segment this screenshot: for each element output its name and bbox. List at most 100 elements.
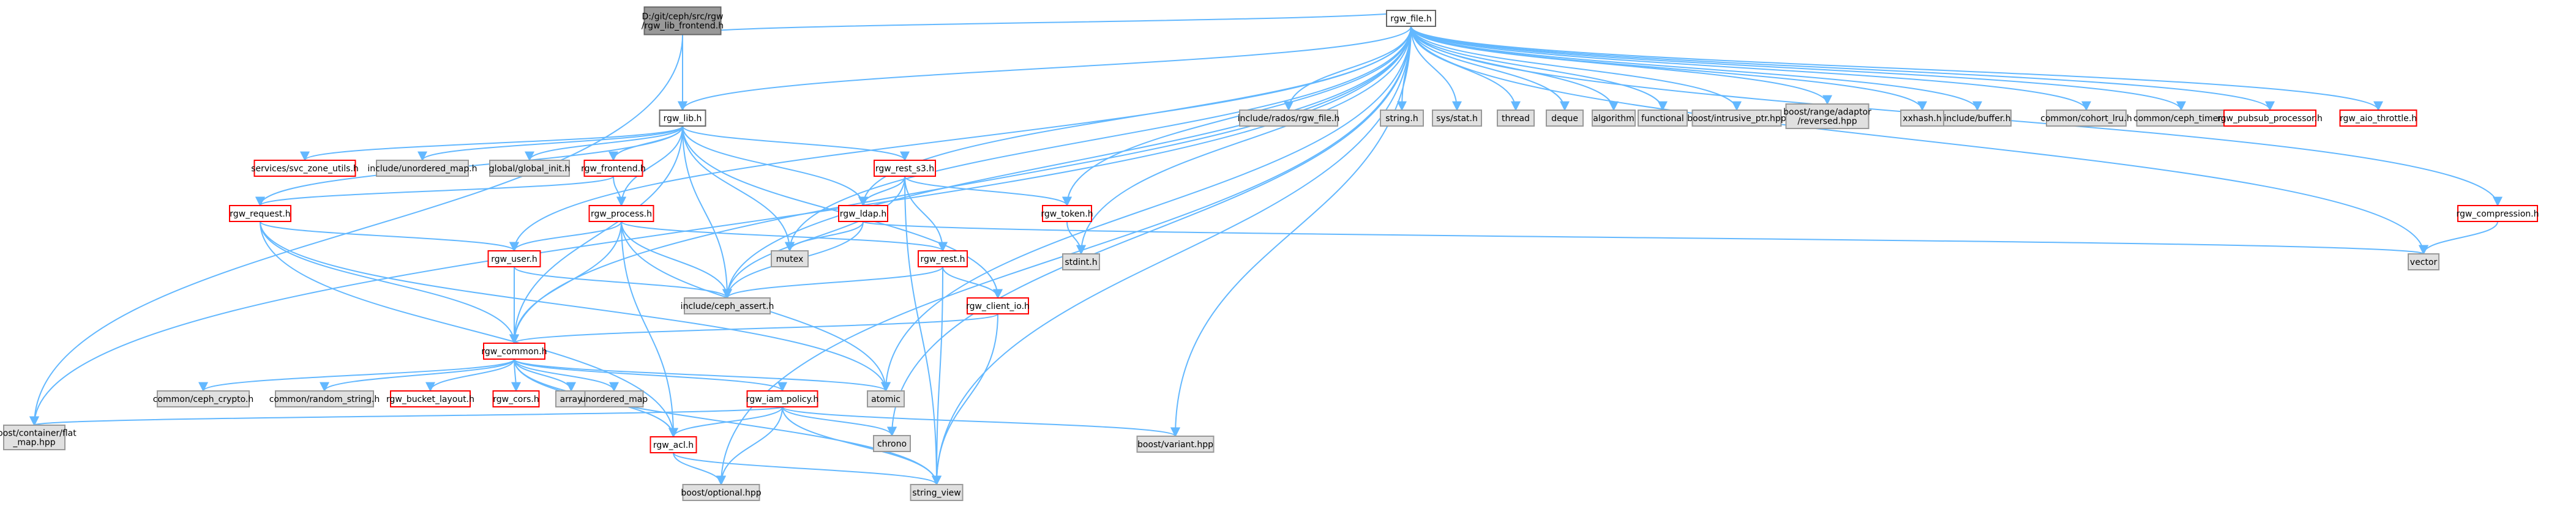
edge-rgw_rest_s3_h-to-rgw_ldap_h — [858, 176, 905, 207]
node-rgw-rest-h[interactable]: rgw_rest.h — [918, 250, 968, 267]
node-string-view: string_view — [910, 484, 964, 501]
node-label: rgw_pubsub_processor.h — [2217, 114, 2323, 124]
node-box — [1785, 103, 1870, 129]
edge-rgw_process_h-to-rgw_common_h — [509, 221, 622, 344]
node-box — [1380, 110, 1424, 127]
edge-rgw_lib_h-to-mutex — [682, 125, 795, 252]
node-label: include/unordered_map.h — [367, 164, 477, 174]
node-rgw-rest-s3-h[interactable]: rgw_rest_s3.h — [874, 160, 936, 177]
node-common-random-string-h: common/random_string.h — [269, 390, 380, 407]
node-chrono: chrono — [873, 435, 911, 452]
node-label: rgw_token.h — [1041, 209, 1093, 219]
node-label: D:/git/ceph/src/rgw — [642, 12, 724, 22]
node-label: include/buffer.h — [1944, 114, 2010, 124]
edge-rgw_file_h-to-boost_intrusive_ptr — [1410, 26, 1742, 111]
node-box — [584, 390, 644, 407]
node-rgw-process-h[interactable]: rgw_process.h — [588, 205, 654, 222]
node-rgw-pubsub-processor-h[interactable]: rgw_pubsub_processor.h — [2217, 110, 2323, 127]
node-box — [2136, 110, 2226, 127]
node-box — [643, 6, 722, 35]
node-boost-optional-hpp: boost/optional.hpp — [681, 484, 762, 501]
node-label: algorithm — [1593, 114, 1634, 124]
edge-rgw_file_h-to-rgw_user_h — [509, 26, 1412, 252]
edge-rgw_token_h-to-stdint_h — [1066, 221, 1086, 255]
edge-rgw_iam_policy_h-to-string_view — [782, 406, 942, 486]
edge-rgw_client_io_h-to-string_view — [932, 313, 998, 486]
node-rgw-user-h[interactable]: rgw_user.h — [487, 250, 541, 267]
edge-rgw_rest_s3_h-to-include_ceph_assert_h — [722, 176, 905, 299]
node-label: vector — [2410, 258, 2438, 267]
node-label: services/svc_zone_utils.h — [251, 164, 359, 174]
edges-layer — [29, 9, 2503, 486]
node-box — [275, 390, 374, 407]
node-box — [555, 390, 587, 407]
node-label: boost/range/adaptor — [1783, 108, 1871, 117]
node-label: rgw_bucket_layout.h — [386, 395, 474, 404]
edge-rgw_iam_policy_h-to-boost_variant_hpp — [782, 406, 1180, 437]
node-mutex: mutex — [771, 250, 809, 267]
node-string-h: string.h — [1380, 110, 1424, 127]
nodes-layer: D:/git/ceph/src/rgw/rgw_lib_frontend.hrg… — [0, 6, 2539, 501]
node-rgw-bucket-layout-h[interactable]: rgw_bucket_layout.h — [386, 390, 474, 407]
node-box — [2046, 110, 2127, 127]
node-rgw-token-h[interactable]: rgw_token.h — [1041, 205, 1093, 222]
node-vector: vector — [2408, 253, 2439, 270]
node-label: boost/intrusive_ptr.hpp — [1687, 114, 1786, 124]
node-sys-stat-h: sys/stat.h — [1432, 110, 1482, 127]
node-rgw-aio-throttle-h[interactable]: rgw_aio_throttle.h — [2339, 110, 2417, 127]
node-rgw-ldap-h[interactable]: rgw_ldap.h — [838, 205, 888, 222]
node-box — [918, 250, 968, 267]
node-rgw-compression-h[interactable]: rgw_compression.h — [2457, 205, 2539, 222]
node-box — [2339, 110, 2417, 127]
node-services-svc-zone-utils-h[interactable]: services/svc_zone_utils.h — [251, 160, 359, 177]
node-box — [1638, 110, 1688, 127]
node-label: rgw_common.h — [481, 347, 547, 357]
edge-rgw_iam_policy_h-to-chrono — [782, 406, 897, 437]
node-label: boost/container/flat — [0, 429, 77, 439]
node-deque: deque — [1546, 110, 1584, 127]
node-label: rgw_rest_s3.h — [875, 164, 934, 174]
node-box — [1042, 205, 1092, 222]
node-box — [910, 484, 964, 501]
node-label: rgw_aio_throttle.h — [2340, 114, 2417, 124]
node-box — [873, 435, 911, 452]
node-rgw-frontend-h[interactable]: rgw_frontend.h — [581, 160, 646, 177]
node-box — [650, 436, 697, 453]
node-label: rgw_iam_policy.h — [746, 395, 819, 404]
node-box — [1592, 110, 1636, 127]
node-root[interactable]: D:/git/ceph/src/rgw/rgw_lib_frontend.h — [642, 6, 724, 35]
edge-root-to-rgw_file_h — [682, 9, 1416, 35]
edge-rgw_rest_s3_h-to-rgw_rest_h — [904, 176, 948, 252]
node-box — [1546, 110, 1584, 127]
node-box — [157, 390, 250, 407]
edge-rgw_common_h-to-unordered_map — [514, 359, 619, 392]
node-rgw-file-h[interactable]: rgw_file.h — [1386, 10, 1436, 27]
node-algorithm: algorithm — [1592, 110, 1636, 127]
node-rgw-cors-h[interactable]: rgw_cors.h — [492, 390, 540, 407]
edge-rgw_common_h-to-common_random_string_h — [320, 359, 515, 392]
node-rgw-common-h[interactable]: rgw_common.h — [481, 343, 547, 360]
edge-rgw_file_h-to-rgw_pubsub_processor_h — [1410, 26, 2275, 111]
node-rgw-lib-h[interactable]: rgw_lib.h — [659, 110, 706, 127]
edge-rgw_process_h-to-rgw_acl_h — [621, 221, 678, 438]
node-rgw-iam-policy-h[interactable]: rgw_iam_policy.h — [746, 390, 819, 407]
node-label: boost/optional.hpp — [681, 488, 761, 498]
edge-rgw_iam_policy_h-to-rgw_acl_h — [668, 406, 783, 438]
node-functional: functional — [1638, 110, 1688, 127]
edge-rgw_lib_h-to-rgw_rest_s3_h — [682, 125, 910, 162]
edge-rgw_file_h-to-mutex — [785, 26, 1412, 252]
node-rgw-request-h[interactable]: rgw_request.h — [229, 205, 291, 222]
node-rgw-client-io-h[interactable]: rgw_client_io.h — [966, 297, 1030, 314]
edge-root-to-boost_container_flat_map — [29, 34, 683, 426]
node-label: include/ceph_assert.h — [681, 302, 774, 311]
edge-rgw_file_h-to-sys_stat_h — [1410, 26, 1462, 111]
edge-rgw_file_h-to-boost_variant_hpp — [1170, 26, 1412, 437]
edge-rgw_lib_h-to-include_ceph_assert_h — [682, 125, 732, 299]
node-rgw-acl-h[interactable]: rgw_acl.h — [650, 436, 697, 453]
edge-rgw_lib_h-to-rgw_process_h — [616, 125, 683, 207]
node-global-global-init-h: global/global_init.h — [489, 160, 570, 177]
edge-rgw_lib_h-to-global_global_init_h — [525, 125, 683, 162]
edge-rgw_common_h-to-array — [514, 359, 576, 392]
node-boost-intrusive-ptr: boost/intrusive_ptr.hpp — [1687, 110, 1786, 127]
